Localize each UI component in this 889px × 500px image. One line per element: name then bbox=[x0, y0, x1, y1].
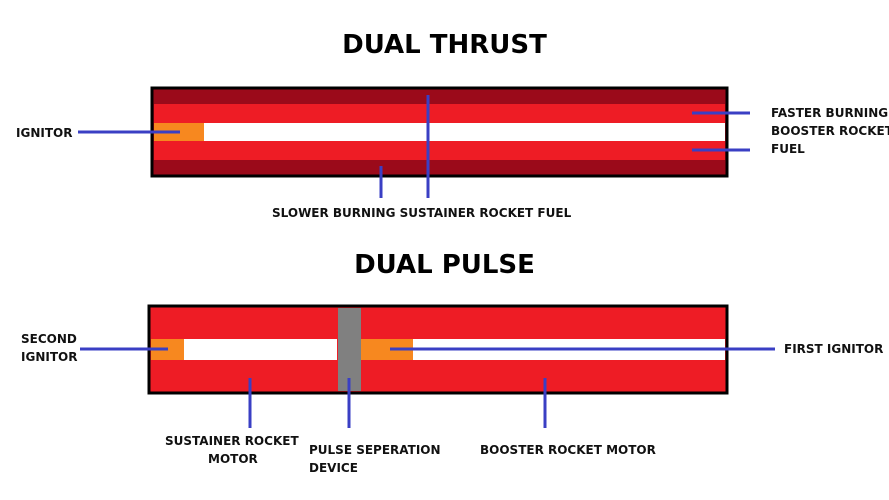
booster-fuel-label-1: FASTER BURNING bbox=[771, 106, 889, 120]
sustainer-channel bbox=[151, 339, 337, 360]
booster-fuel-label-2: BOOSTER ROCKET bbox=[771, 124, 889, 138]
first-ignitor-label: FIRST IGNITOR bbox=[784, 342, 884, 356]
first-ignitor-block bbox=[361, 339, 413, 360]
sustainer-fuel-label: SLOWER BURNING SUSTAINER ROCKET FUEL bbox=[272, 206, 572, 220]
pulse-device-label-1: PULSE SEPERATION bbox=[309, 443, 441, 457]
sustainer-motor-label-1: SUSTAINER ROCKET bbox=[165, 434, 299, 448]
ignitor-label: IGNITOR bbox=[16, 126, 73, 140]
bottom-leader-lines bbox=[80, 347, 775, 428]
pulse-separation-device bbox=[338, 308, 361, 391]
sustainer-motor-label-2: MOTOR bbox=[208, 452, 258, 466]
dual-thrust-motor bbox=[150, 86, 729, 178]
booster-fuel-channel bbox=[154, 123, 725, 141]
top-diagram-title: DUAL THRUST bbox=[342, 30, 547, 60]
booster-motor-label: BOOSTER ROCKET MOTOR bbox=[480, 443, 656, 457]
top-leader-lines bbox=[78, 95, 750, 198]
bottom-diagram-title: DUAL PULSE bbox=[354, 250, 535, 280]
booster-fuel-label-3: FUEL bbox=[771, 142, 805, 156]
pulse-device-label-2: DEVICE bbox=[309, 461, 358, 475]
second-ignitor-label-1: SECOND bbox=[21, 332, 77, 346]
second-ignitor-label-2: IGNITOR bbox=[21, 350, 78, 364]
